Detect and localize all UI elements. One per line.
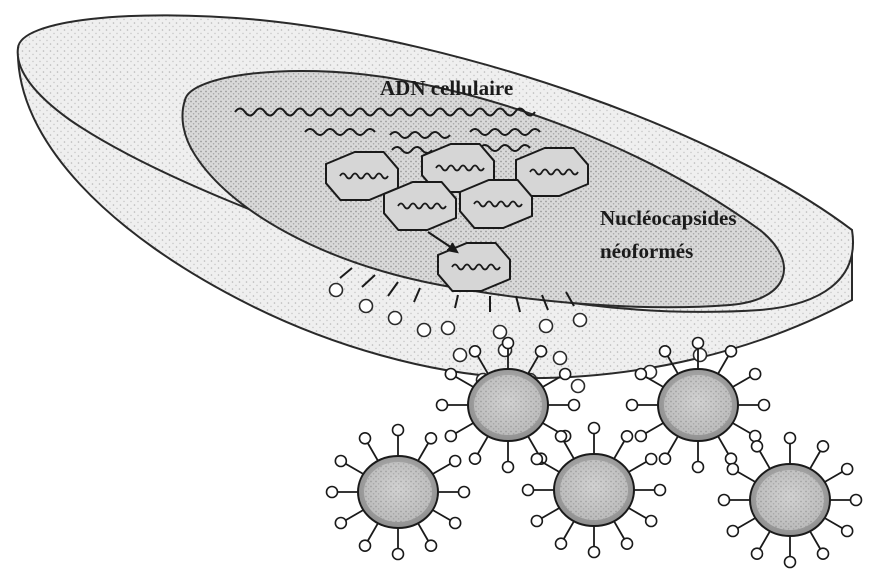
vesicle (442, 322, 455, 335)
vesicle (574, 314, 587, 327)
label-nucleocapsides-line1: Nucléocapsides (600, 206, 737, 230)
virion (327, 425, 470, 560)
vesicle (494, 326, 507, 339)
nucleocapsid (460, 180, 532, 228)
vesicle (389, 312, 402, 325)
nucleocapsid (384, 182, 456, 230)
vesicle (554, 352, 567, 365)
nucleocapsid (516, 148, 588, 196)
vesicle (360, 300, 373, 313)
label-nucleocapsides-line2: néoformés (600, 239, 693, 263)
vesicle (330, 284, 343, 297)
label-adn-cellulaire: ADN cellulaire (380, 76, 513, 100)
vesicle (540, 320, 553, 333)
virion (523, 423, 666, 558)
vesicle (454, 349, 467, 362)
vesicle (572, 380, 585, 393)
virion (719, 433, 862, 568)
vesicle (694, 349, 707, 362)
vesicle (418, 324, 431, 337)
